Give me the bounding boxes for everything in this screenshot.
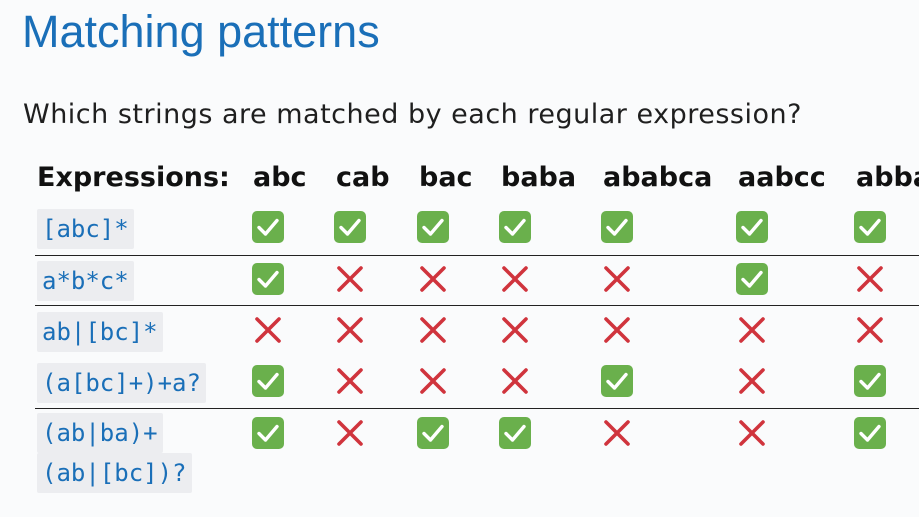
cross-mark-icon (499, 365, 531, 397)
cross-mark-icon (499, 263, 531, 295)
regex-expression-line: (ab|[bc])? (37, 453, 192, 493)
regex-expression: (a[bc]+)+a? (37, 363, 206, 403)
check-mark-icon (854, 365, 886, 397)
question-text: Which strings are matched by each regula… (23, 99, 802, 130)
check-mark-icon (601, 365, 633, 397)
row-divider (35, 255, 919, 256)
regex-expression: (ab|ba)+ (ab|[bc])? (37, 413, 192, 493)
cross-mark-icon (417, 365, 449, 397)
slide-title: Matching patterns (22, 6, 380, 57)
check-mark-icon (499, 211, 531, 243)
table-row: (ab|ba)+ (ab|[bc])? (0, 413, 919, 495)
cross-mark-icon (854, 314, 886, 346)
column-header: aabcc (738, 162, 826, 193)
table-row: ab|[bc]* (0, 310, 919, 360)
check-mark-icon (252, 365, 284, 397)
cross-mark-icon (334, 263, 366, 295)
cross-mark-icon (334, 417, 366, 449)
cross-mark-icon (499, 314, 531, 346)
check-mark-icon (334, 211, 366, 243)
cross-mark-icon (736, 314, 768, 346)
row-divider (35, 408, 919, 409)
table-row: (a[bc]+)+a? (0, 361, 919, 408)
row-divider (35, 305, 919, 306)
table-row: a*b*c* (0, 259, 919, 305)
cross-mark-icon (601, 314, 633, 346)
check-mark-icon (854, 211, 886, 243)
column-header: cab (336, 162, 390, 193)
expressions-header: Expressions: (37, 162, 230, 193)
cross-mark-icon (854, 263, 886, 295)
regex-expression: [abc]* (37, 209, 134, 249)
table-row: [abc]* (0, 207, 919, 255)
column-header: abc (253, 162, 307, 193)
check-mark-icon (252, 211, 284, 243)
check-mark-icon (854, 417, 886, 449)
check-mark-icon (499, 417, 531, 449)
column-header: bac (419, 162, 473, 193)
cross-mark-icon (334, 314, 366, 346)
cross-mark-icon (417, 314, 449, 346)
cross-mark-icon (252, 314, 284, 346)
column-header: baba (501, 162, 577, 193)
cross-mark-icon (334, 365, 366, 397)
column-header: ababca (603, 162, 713, 193)
check-mark-icon (601, 211, 633, 243)
regex-expression: a*b*c* (37, 261, 134, 301)
check-mark-icon (736, 211, 768, 243)
cross-mark-icon (736, 417, 768, 449)
check-mark-icon (417, 211, 449, 243)
cross-mark-icon (417, 263, 449, 295)
table-header-row: Expressions: abc cab bac baba ababca aab… (0, 158, 919, 198)
check-mark-icon (417, 417, 449, 449)
cross-mark-icon (601, 417, 633, 449)
cross-mark-icon (601, 263, 633, 295)
regex-expression-line: (ab|ba)+ (37, 413, 163, 453)
cross-mark-icon (736, 365, 768, 397)
regex-expression: ab|[bc]* (37, 312, 163, 352)
check-mark-icon (736, 263, 768, 295)
check-mark-icon (252, 417, 284, 449)
check-mark-icon (252, 263, 284, 295)
